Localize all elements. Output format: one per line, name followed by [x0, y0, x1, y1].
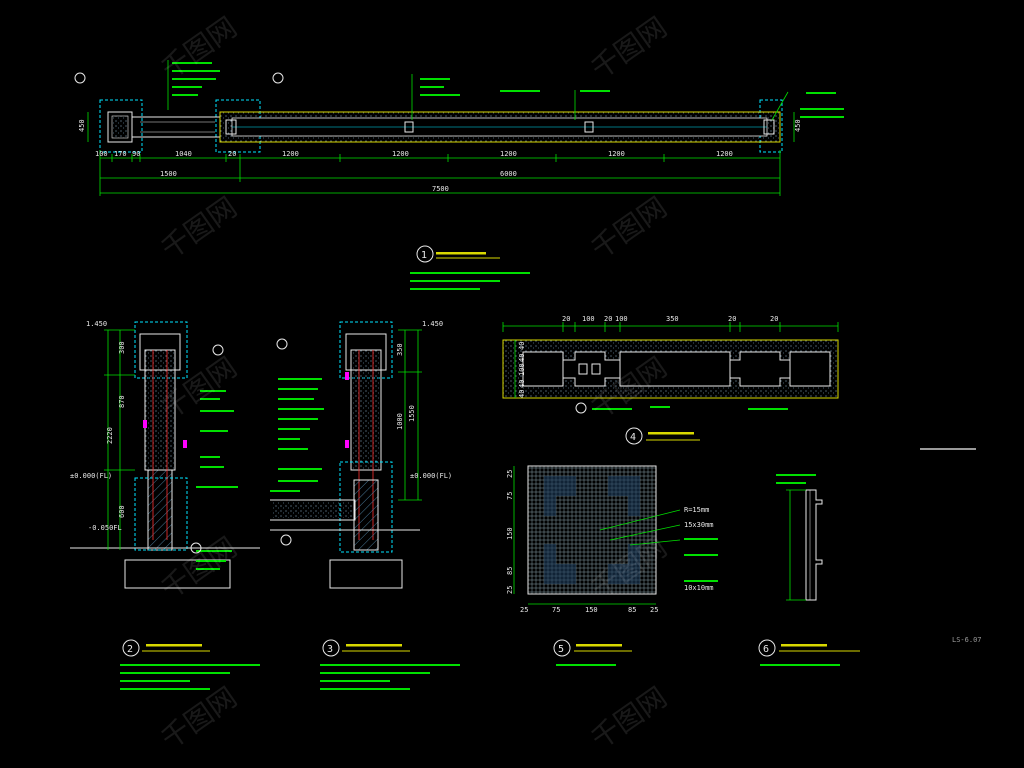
detail4-side-dim-1: 40 [518, 342, 526, 350]
section3-dim-3: 1000 [396, 413, 404, 430]
plan-span-2: 170 [114, 150, 127, 158]
section-2: 1.450 ±0.000(FL) -0.050FL 300 870 2220 6… [70, 320, 260, 589]
plan-left-post-box [99, 99, 143, 153]
detail5-bottom-dim-2: 75 [552, 606, 560, 614]
detail5-side-dim-4: 85 [506, 567, 514, 575]
detail-5-title: 5 [553, 639, 632, 666]
plan-span-7: 1200 [392, 150, 409, 158]
svg-text:6: 6 [763, 644, 769, 655]
detail5-bottom-dim-5: 25 [650, 606, 658, 614]
detail5-side-dim-1: 25 [506, 470, 514, 478]
plan-total-dim: 7500 [432, 185, 449, 193]
sheet-title-stroke [920, 448, 976, 450]
plan-span-6: 1200 [282, 150, 299, 158]
detail-1-title: 1 [410, 245, 530, 290]
plan-view: 100 170 90 1040 20 1200 1200 1200 1200 1… [74, 60, 844, 196]
plan-span-9: 1200 [608, 150, 625, 158]
section3-top-level: 1.450 [422, 320, 443, 328]
detail5-label-1: R=15mm [684, 506, 709, 514]
detail4-side-dim-2: 40 [518, 354, 526, 362]
detail5-side-dim-5: 25 [506, 586, 514, 594]
detail4-side-dim-3: 100 [518, 363, 526, 376]
svg-text:5: 5 [558, 644, 564, 655]
detail-6-title: 6 [758, 639, 860, 666]
plan-span-3: 90 [132, 150, 140, 158]
plan-span-1: 100 [95, 150, 108, 158]
svg-text:1: 1 [421, 250, 427, 261]
plan-span-5: 20 [228, 150, 236, 158]
section2-top-level: 1.450 [86, 320, 107, 328]
detail-4-band: 20 100 20 100 350 20 20 40 40 100 40 40 [502, 315, 839, 414]
detail-6-profile [776, 474, 823, 601]
detail4-top-dim-6: 20 [728, 315, 736, 323]
detail-2-title: 2 [120, 639, 260, 690]
detail4-top-dim-4: 100 [615, 315, 628, 323]
svg-text:2: 2 [127, 644, 133, 655]
detail5-bottom-dim-4: 85 [628, 606, 636, 614]
plan-span-10: 1200 [716, 150, 733, 158]
detail5-label-3: 10x10mm [684, 584, 714, 592]
plan-span-4: 1040 [175, 150, 192, 158]
section3-dim-1: 350 [396, 343, 404, 356]
plan-span-8: 1200 [500, 150, 517, 158]
detail4-top-dim-1: 20 [562, 315, 570, 323]
detail4-top-dim-5: 350 [666, 315, 679, 323]
section3-ground-level: ±0.000(FL) [410, 472, 452, 480]
svg-text:4: 4 [630, 432, 636, 443]
section3-dim-2: 1550 [408, 405, 416, 422]
detail5-side-dim-3: 150 [506, 527, 514, 540]
plan-sub-dim-2: 6000 [500, 170, 517, 178]
detail5-side-dim-2: 75 [506, 492, 514, 500]
plan-height-left: 450 [78, 119, 86, 132]
section2-bottom-level: -0.050FL [88, 524, 122, 532]
svg-text:3: 3 [327, 644, 333, 655]
sheet-code: LS-6.07 [952, 636, 982, 644]
section2-dim-4: 600 [118, 505, 126, 518]
detail4-top-dim-7: 20 [770, 315, 778, 323]
section2-dim-1: 300 [118, 341, 126, 354]
detail5-bottom-dim-1: 25 [520, 606, 528, 614]
plan-height-right: 450 [794, 119, 802, 132]
section2-dim-3: 2220 [106, 427, 114, 444]
detail4-side-dim-4: 40 [518, 380, 526, 388]
section2-ground-level: ±0.000(FL) [70, 472, 112, 480]
section2-dim-2: 870 [118, 395, 126, 408]
detail5-label-2: 15x30mm [684, 521, 714, 529]
plan-sub-dim-1: 1500 [160, 170, 177, 178]
section-3: 1.450 ±0.000(FL) 350 1550 1000 [270, 320, 452, 589]
detail4-top-dim-2: 100 [582, 315, 595, 323]
detail-3-title: 3 [320, 639, 460, 690]
detail4-side-dim-5: 40 [518, 390, 526, 398]
detail-4-title: 4 [625, 427, 700, 445]
detail-5-tile: 25 75 150 85 25 25 75 150 85 25 R=15mm 1… [506, 465, 718, 614]
detail5-bottom-dim-3: 150 [585, 606, 598, 614]
detail4-top-dim-3: 20 [604, 315, 612, 323]
